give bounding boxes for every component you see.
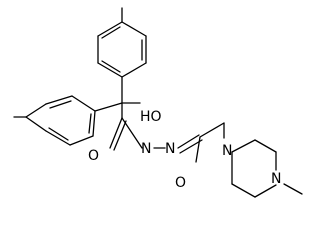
chemical-structure-diagram: HO O N N O N N [13, 7, 303, 198]
hydroxyl-label: HO [140, 109, 162, 125]
hydrazide-nitrogen-label: N [141, 141, 151, 157]
piperazine-nitrogen-label: N [222, 143, 232, 159]
piperazine-nitrogen-label: N [271, 171, 281, 187]
backbone-bonds [94, 76, 225, 163]
upper-tolyl-ring [97, 7, 147, 78]
lower-tolyl-ring [13, 95, 96, 146]
hydrazide-nitrogen-label: N [165, 141, 175, 157]
piperazine-ring [231, 139, 303, 198]
amide-oxygen-label: O [175, 175, 186, 191]
carbonyl-oxygen-label: O [88, 148, 99, 164]
